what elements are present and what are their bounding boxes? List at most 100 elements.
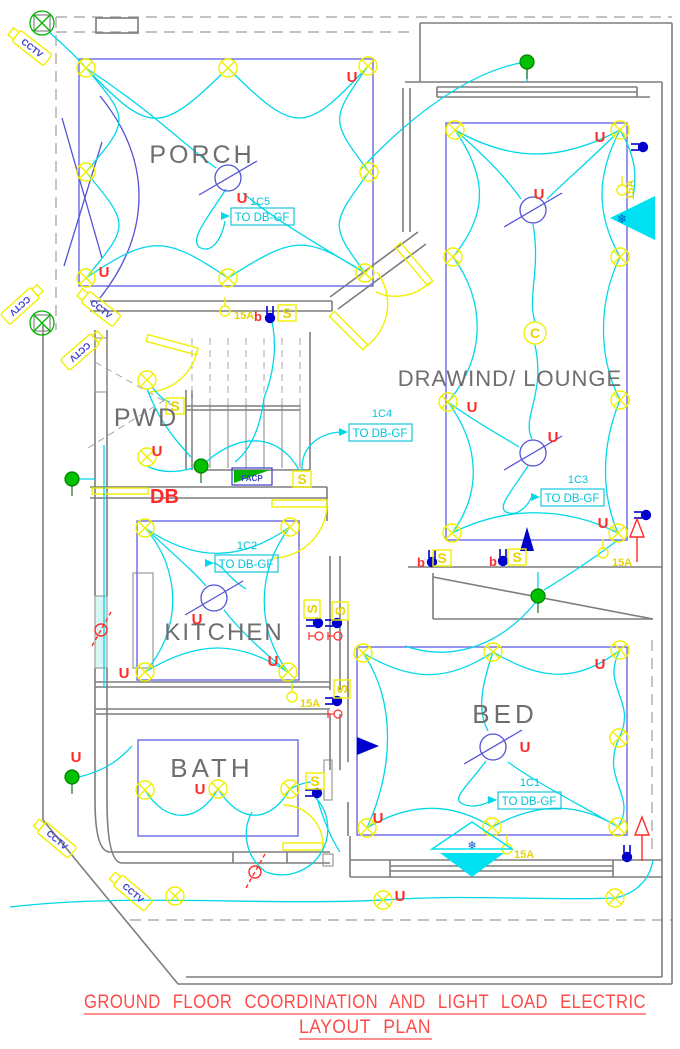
lamp-icon [355,263,375,283]
switch-icon: S [333,679,351,699]
switch-leg-label: U [195,781,206,798]
cctv-label: CCTV [67,340,92,364]
switch-icon: S [277,304,297,322]
switch-icon: S [507,548,527,566]
room-name-lounge: DRAWIND/ LOUNGE [398,366,622,391]
riser-arrow-icon [628,517,646,562]
kitchen-counter [132,572,154,669]
switch-leg-label: U [373,810,384,827]
stairs [87,338,301,468]
door-leaf [282,842,324,851]
switch-leg-label: U [598,515,609,532]
switch-label: S [437,550,446,566]
switch-leg-label: U [99,264,110,281]
door-leaf [394,241,434,287]
doors [91,241,434,851]
socket-15a-icon [286,682,298,703]
switch-leg-label: U [548,429,559,446]
planting-lines [61,95,140,299]
drawing-title-line2: LAYOUT PLAN [299,1017,431,1038]
gate-column [95,17,139,34]
wire-arrow [488,796,497,804]
wire-arrow [221,212,230,220]
boundary-dashed-lines [55,16,672,921]
wire-arrow [205,559,214,567]
lamp-icon [482,817,502,837]
room-name-bed: BED [472,699,537,729]
wiring-bath [78,478,341,876]
lamp-icon [359,162,379,182]
switch-leg-label: U [520,739,531,756]
bell-labels: b b b [254,309,497,570]
switch-label: S [170,398,179,414]
chandelier-label: C [530,325,540,341]
door-swing [375,281,431,297]
door-swing [271,506,328,559]
ceiling-fan-icon [463,729,523,765]
bell-label: b [417,555,425,570]
lamp-icon [137,370,157,390]
door-swing [363,271,389,349]
socket-icon [305,616,325,630]
lamp-icon [280,779,300,799]
wiring-bed [362,649,626,829]
switch-label: S [334,684,350,693]
socket-15a-icon [219,296,231,317]
cctv-label: CCTV [8,294,33,318]
switch-leg-label: U [268,653,279,670]
earth-point-icon [64,769,80,795]
lamp-icon [608,817,628,837]
switch-leg-labels: U U U U U U U U U U U U U U U U U U [71,69,609,905]
switch-leg-label: U [119,665,130,682]
junction-box-icon [29,310,55,336]
cctv-label: CCTV [44,828,69,851]
switch-leg-label: U [347,69,358,86]
tv-point-icon [357,737,379,755]
wire-arrow [339,428,348,436]
wall-nib [322,853,334,867]
devices: ❄ ❄ C FACP CCTV CCTV CCTV [0,10,655,912]
door-swing [282,804,324,846]
aux-socket-icon [308,631,324,641]
cctv-camera-icon: CCTV [5,25,53,67]
switch-leg-label: U [595,129,606,146]
circuit-tag-1c2: 1C2 TO DB-GF [214,540,279,573]
circuit-id: 1C5 [250,196,270,208]
lamp-icon [610,640,630,660]
lamp-icon [443,247,463,267]
sprinkler-icon [91,611,112,647]
switch-icon: S [331,601,349,621]
property-boundary [55,16,672,921]
lamp-icon [483,642,503,662]
socket-icon [496,548,510,568]
db-unit [91,487,149,495]
circuit-id: 1C1 [520,777,540,789]
snowflake-icon: ❄ [467,840,476,852]
socket-15a-icon [501,834,513,855]
switch-label: S [332,606,348,615]
wiring-yard [9,859,654,908]
circuit-destination: TO DB-GF [353,428,408,440]
switch-icon: S [432,549,452,567]
room-outline-kitchen [136,520,300,681]
earth-point-icon [519,54,535,80]
junction-box-icon [29,10,55,36]
lamp-icon [165,886,185,906]
facp-label: FACP [241,474,263,483]
door-leaf [271,499,328,508]
circuit-tag-1c4: 1C4 TO DB-GF [348,408,413,442]
room-outline-bath [137,739,299,837]
switch-leg-label: U [192,611,203,628]
room-outline-lounge [445,122,628,541]
circuit-destination: TO DB-GF [545,493,600,505]
tv-point-icon [520,527,534,551]
circuit-id: 1C3 [568,474,588,486]
amp-label: 15A [625,180,637,200]
lamp-icon [608,523,628,543]
cctv-label: CCTV [120,881,145,904]
stair-risers-hidden [191,338,301,404]
lamp-icon [135,518,155,538]
lamp-icon [438,392,458,412]
annotations: PORCH DRAWIND/ LOUNGE PWD KITCHEN BATH B… [71,69,637,905]
